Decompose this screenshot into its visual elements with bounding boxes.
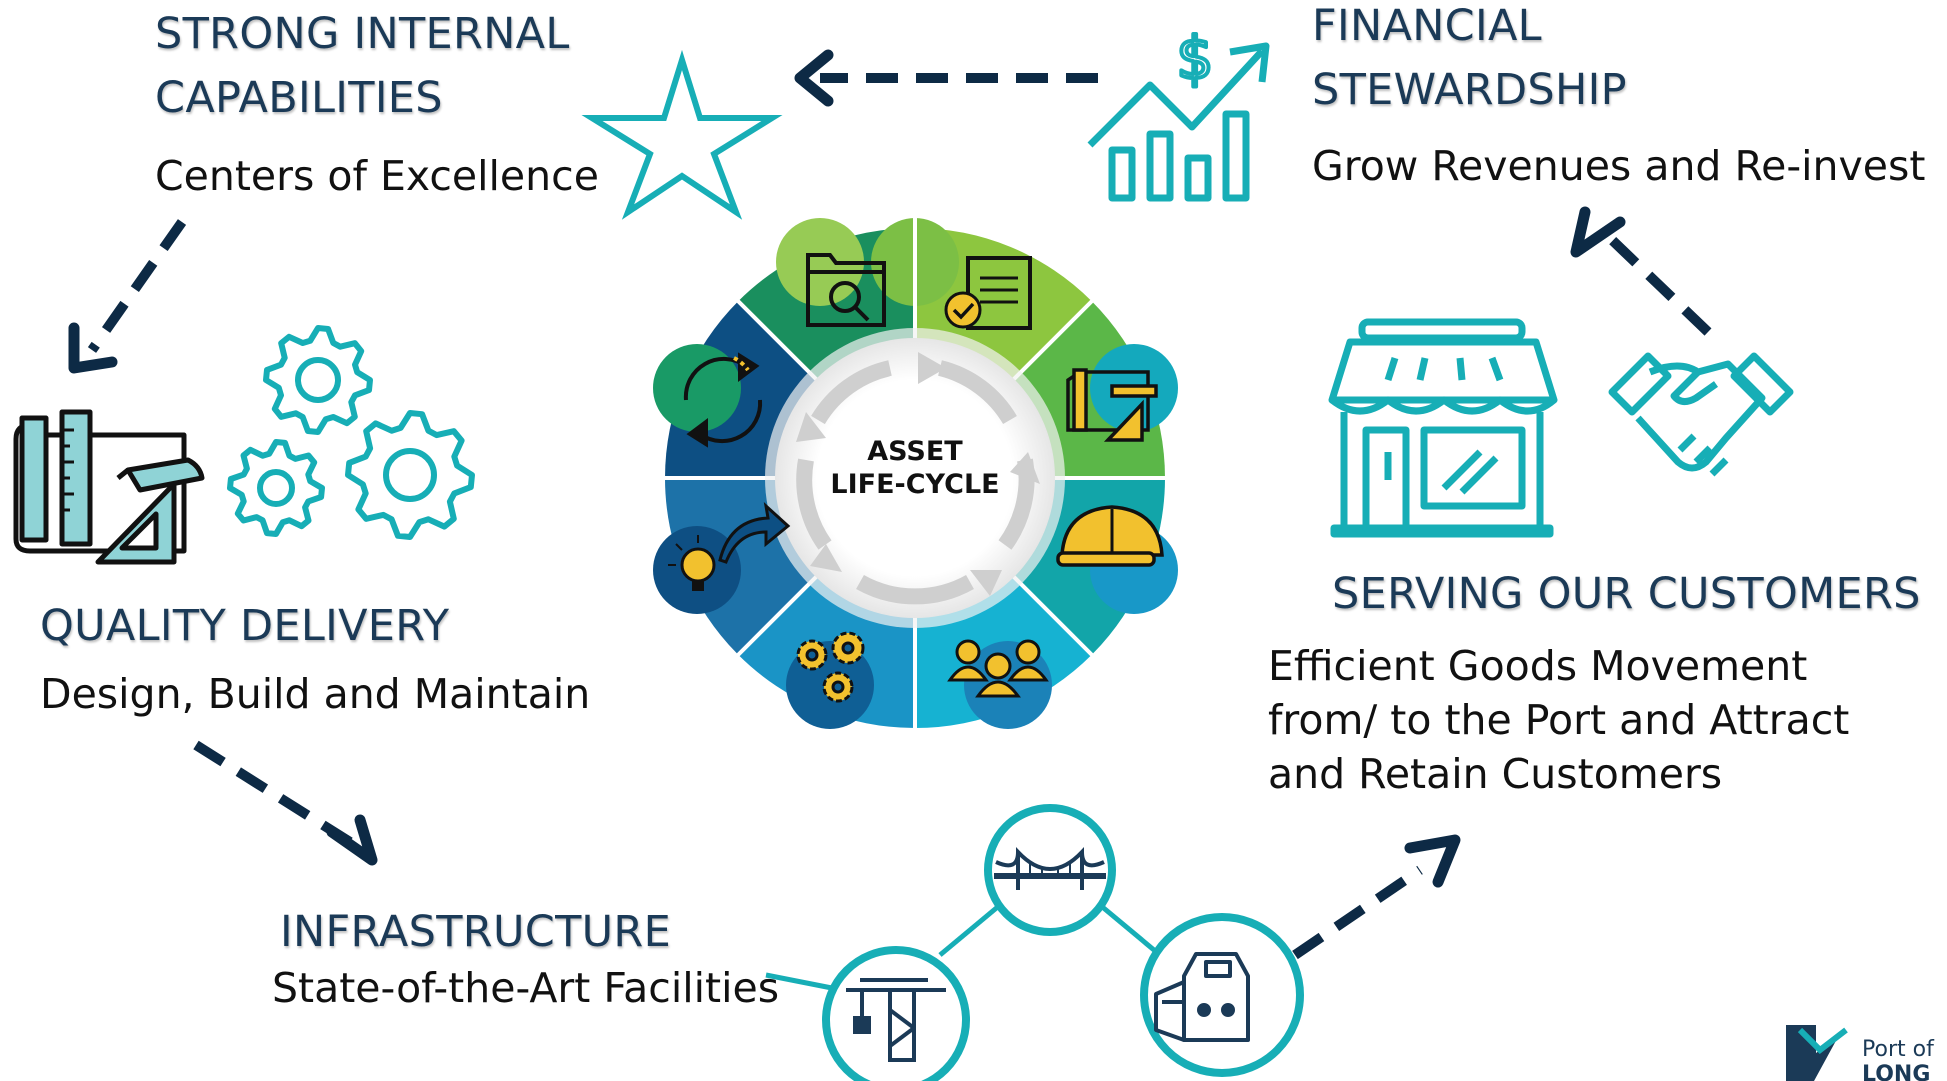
customers-line1: Efficient Goods Movement — [1268, 642, 1808, 690]
connector-bridge-to-train — [1098, 903, 1162, 957]
gear-hub — [257, 469, 295, 507]
internal-title-line1: STRONG INTERNAL — [155, 9, 570, 59]
hub-label-line2: LIFE-CYCLE — [830, 469, 999, 500]
team-icon — [947, 639, 1049, 698]
infrastructure-network — [765, 804, 1304, 1081]
infrastructure-subtitle: State-of-the-Art Facilities — [272, 964, 780, 1012]
idea-arrow-icon — [668, 501, 791, 591]
cycle-connectors — [87, 73, 1712, 960]
hub-label-line1: ASSET — [867, 436, 963, 467]
customers-title: SERVING OUR CUSTOMERS — [1332, 569, 1921, 619]
growth-chart-icon: $ — [1087, 22, 1270, 202]
internal-title-line2: CAPABILITIES — [155, 73, 443, 123]
arrow-internal-to-quality — [87, 219, 187, 353]
quality-subtitle: Design, Build and Maintain — [40, 670, 591, 718]
gear-hub — [383, 448, 437, 502]
train-icon — [1154, 952, 1250, 1042]
logo-mark — [1786, 1025, 1838, 1081]
asset-wheel: ASSET LIFE-CYCLE — [615, 178, 1215, 778]
connector-label-to-crane — [765, 972, 843, 993]
blueprint-tools-icon — [13, 409, 205, 565]
logo-text-line1: Port of — [1862, 1037, 1935, 1062]
gear-hub — [295, 357, 341, 403]
arrowhead-internal — [794, 49, 834, 107]
star-icon — [581, 49, 783, 220]
dollar-icon: $ — [1177, 24, 1214, 92]
hard-hat-icon — [1056, 505, 1164, 567]
gear-icon — [227, 439, 325, 537]
gear-icon — [263, 325, 373, 435]
arrowhead-customers — [1404, 834, 1461, 888]
arrow-customers-to-financial — [1608, 236, 1712, 336]
financial-subtitle: Grow Revenues and Re-invest — [1312, 142, 1926, 190]
quality-title: QUALITY DELIVERY — [40, 601, 450, 651]
document-check-icon — [944, 256, 1032, 330]
refresh-cycle-icon — [683, 352, 763, 448]
gears-cluster-icon — [227, 325, 475, 540]
financial-title-line1: FINANCIAL — [1312, 1, 1542, 51]
gear-icon — [345, 410, 475, 540]
arrowhead-financial — [1570, 206, 1626, 258]
financial-title-line2: STEWARDSHIP — [1312, 65, 1627, 115]
arrowhead-quality — [68, 322, 118, 374]
internal-subtitle: Centers of Excellence — [155, 152, 599, 200]
handshake-icon — [1608, 352, 1794, 477]
customers-line3: and Retain Customers — [1268, 750, 1723, 798]
arrowhead-infrastructure — [326, 814, 378, 866]
connector-crane-to-bridge — [938, 903, 1002, 957]
arrow-infrastructure-to-customers — [1292, 865, 1423, 960]
gears-icon — [796, 631, 865, 703]
folder-search-icon — [806, 253, 886, 327]
storefront-icon — [1328, 318, 1558, 538]
customers-line2: from/ to the Port and Attract — [1268, 696, 1850, 744]
blueprint-icon — [1066, 368, 1158, 442]
infrastructure-title: INFRASTRUCTURE — [280, 907, 672, 957]
crane-icon — [846, 978, 946, 1062]
train-circle — [1140, 913, 1304, 1077]
bridge-icon — [994, 846, 1106, 890]
wheel-bump-left — [653, 344, 741, 432]
wheel-hub — [775, 338, 1055, 618]
port-logo: Port of LONG — [1786, 1025, 1935, 1081]
arrow-quality-to-infrastructure — [193, 740, 353, 847]
logo-text-line2: LONG — [1862, 1062, 1930, 1081]
